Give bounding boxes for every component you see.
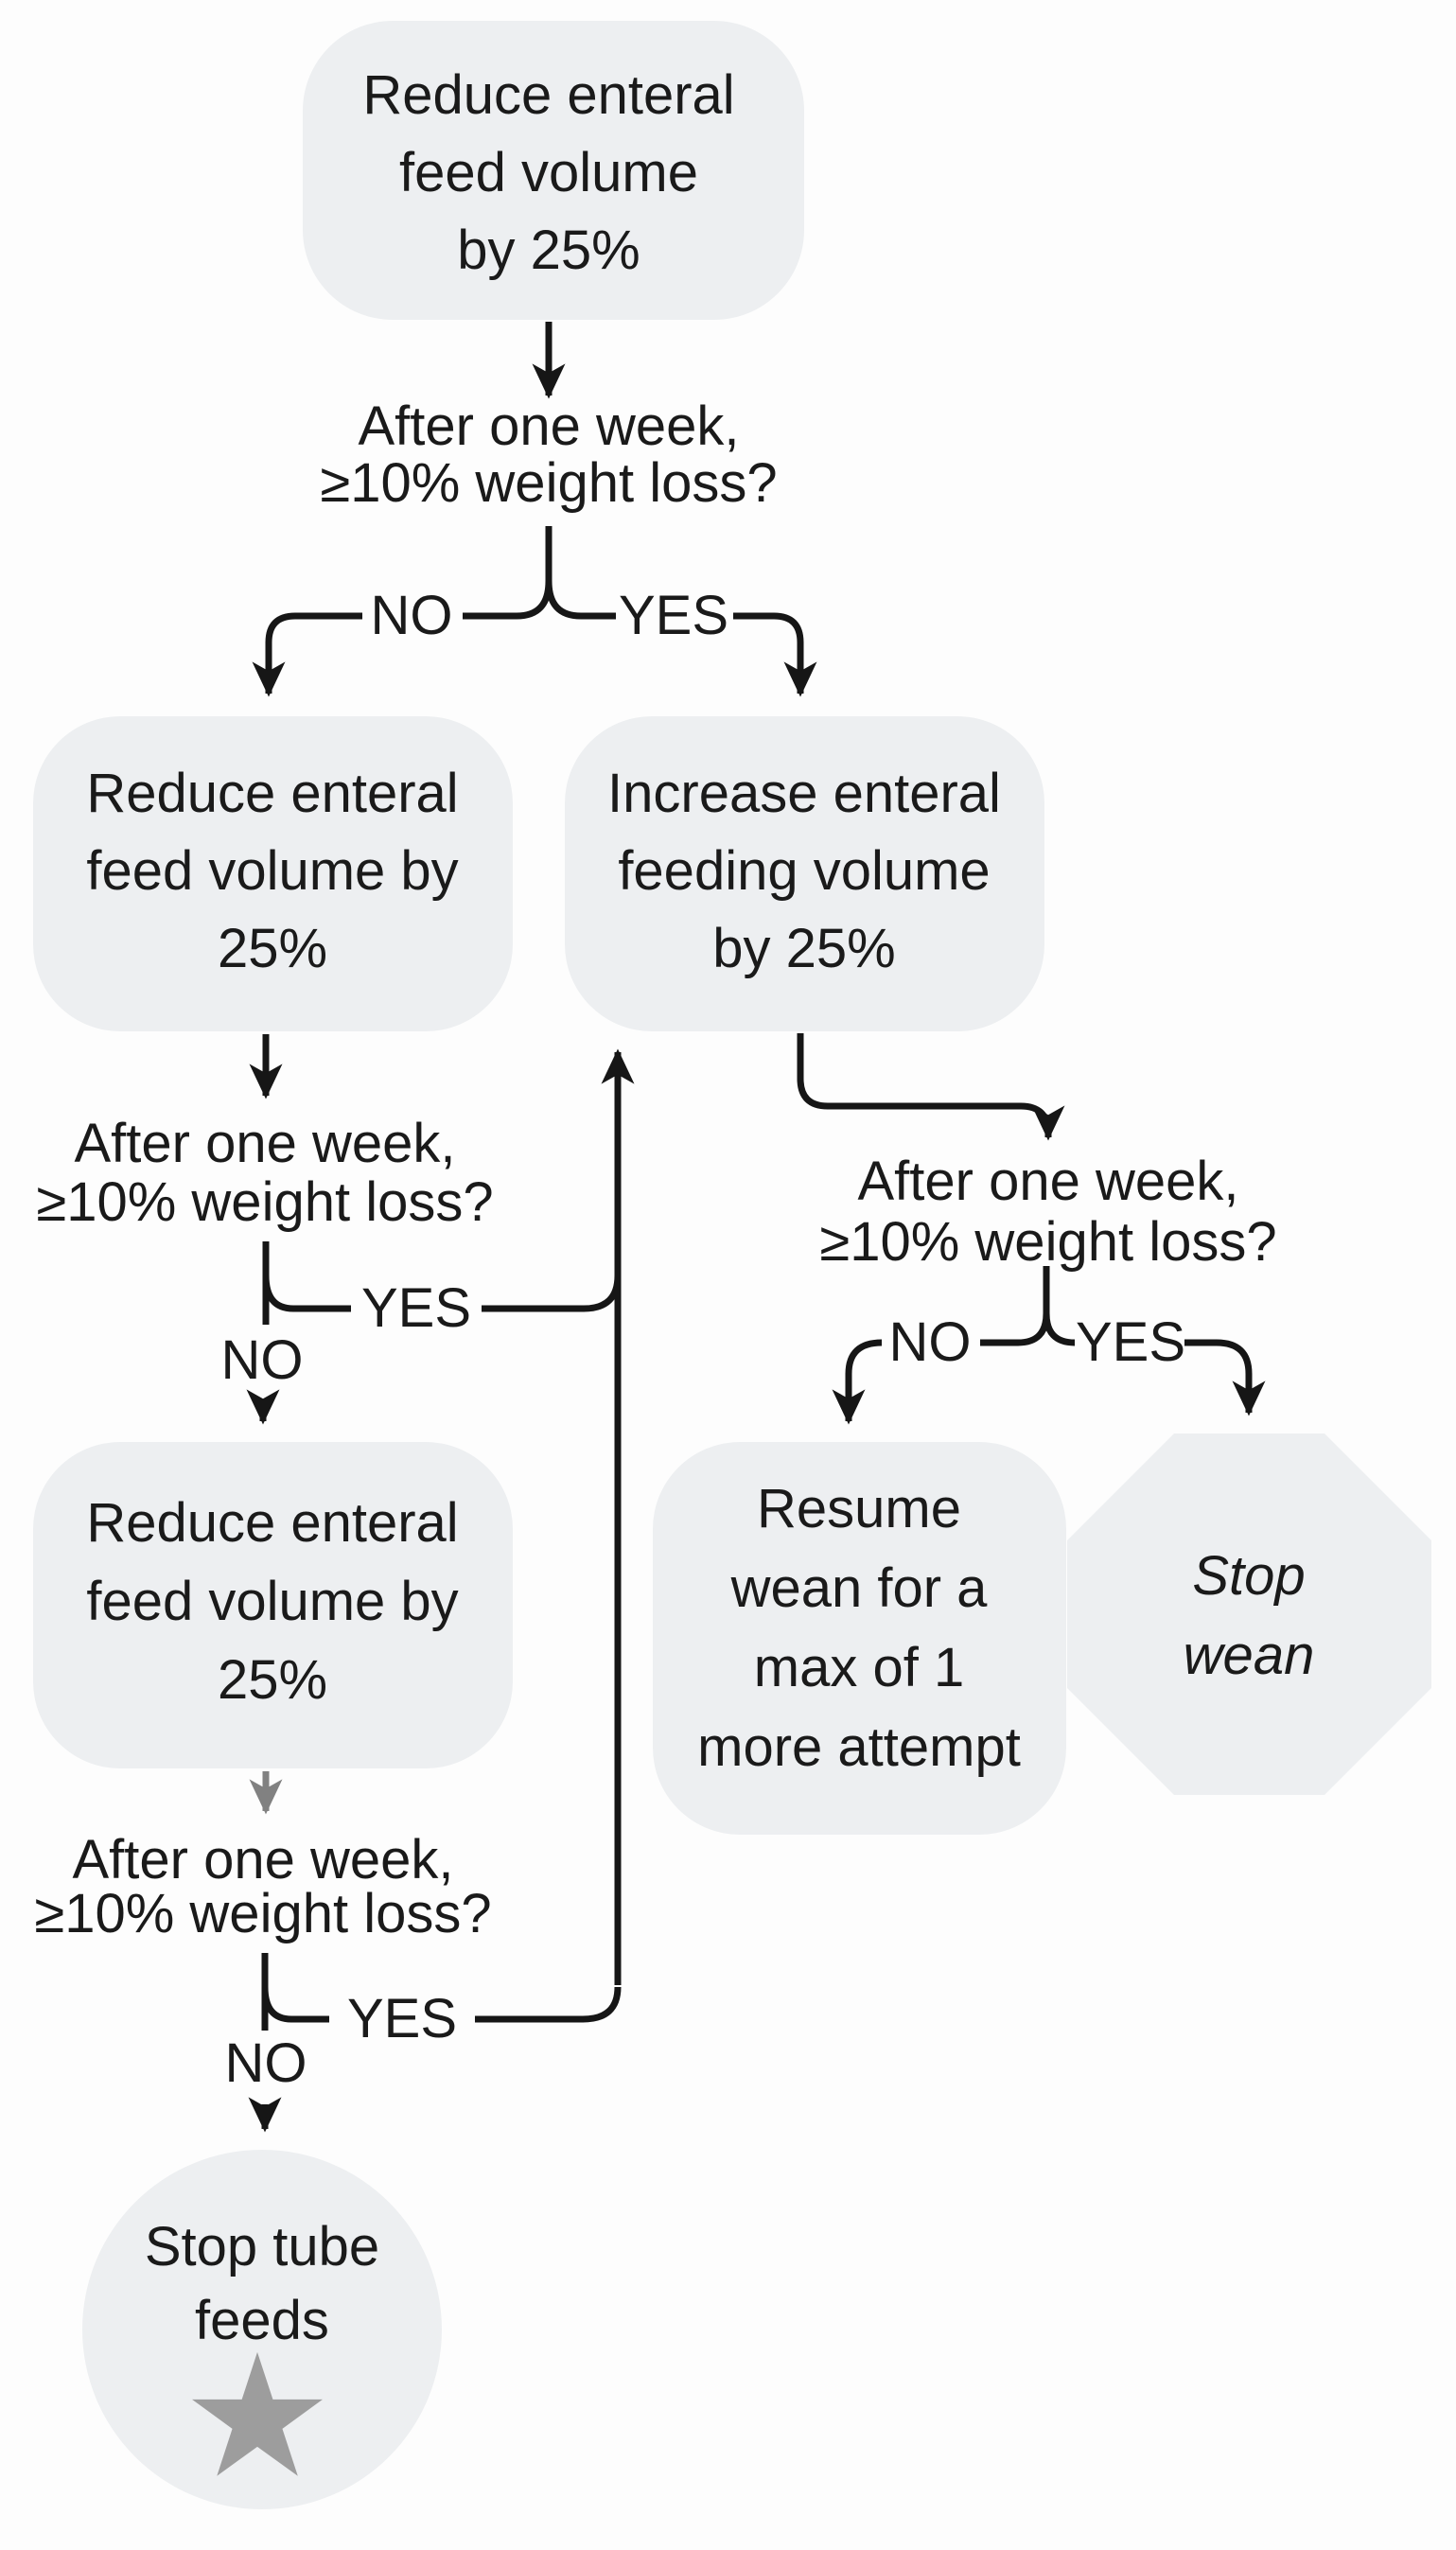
node-stop-tube-feeds-circle bbox=[82, 2150, 442, 2509]
fork1-no-label: NO bbox=[371, 585, 453, 646]
question-2-line1: After one week, bbox=[75, 1113, 456, 1174]
node-reduce-left-2 bbox=[33, 1442, 513, 1768]
increase-right-line2: feeding volume bbox=[618, 840, 990, 902]
decision-labels: NO YES YES NO YES NO NO YES bbox=[221, 585, 1186, 2094]
question-2-line2: ≥10% weight loss? bbox=[36, 1171, 493, 1233]
question-1-line2: ≥10% weight loss? bbox=[320, 452, 777, 514]
reduce-top-line1: Reduce enteral bbox=[362, 64, 734, 126]
stop-wean-line2: wean bbox=[1184, 1625, 1315, 1686]
node-labels: Reduce enteral feed volume by 25% Reduce… bbox=[86, 64, 1314, 2516]
stop-tube-feeds-line2: feeds bbox=[195, 2290, 329, 2351]
fork3-yes-right-seg bbox=[475, 1986, 622, 2023]
stop-wean-line1: Stop bbox=[1192, 1545, 1305, 1607]
resume-wean-line3: max of 1 bbox=[754, 1637, 964, 1698]
reduce-left1-line2: feed volume by bbox=[86, 840, 458, 902]
node-reduce-left-1 bbox=[33, 716, 513, 1031]
node-stop-wean-octagon bbox=[1067, 1433, 1431, 1795]
nodes bbox=[33, 21, 1431, 2509]
increase-right-line1: Increase enteral bbox=[607, 763, 1001, 824]
fork1-no-arrow bbox=[252, 612, 362, 697]
resume-wean-line4: more attempt bbox=[697, 1716, 1021, 1778]
fork1-branch-yes bbox=[545, 580, 616, 620]
fork3-yes-left-seg bbox=[261, 1986, 329, 2023]
fork1-branch-no bbox=[463, 580, 553, 620]
fork4-branch-no bbox=[980, 1312, 1050, 1346]
node-increase-right bbox=[565, 716, 1044, 1031]
reduce-left2-line1: Reduce enteral bbox=[86, 1492, 458, 1554]
resume-wean-line2: wean for a bbox=[730, 1557, 989, 1619]
fork4-yes-label: YES bbox=[1076, 1311, 1185, 1373]
fork4-yes-arrow bbox=[1184, 1339, 1266, 1416]
reduce-left2-line2: feed volume by bbox=[86, 1571, 458, 1632]
stop-tube-feeds-line1: Stop tube bbox=[145, 2216, 379, 2277]
node-resume-wean bbox=[653, 1442, 1066, 1835]
question-1-line1: After one week, bbox=[359, 396, 740, 457]
fork3-no-label: NO bbox=[225, 2032, 307, 2094]
connectors bbox=[246, 322, 1266, 2133]
question-4-line1: After one week, bbox=[858, 1151, 1239, 1212]
fork2-yes-label: YES bbox=[361, 1277, 471, 1339]
fork4-branch-yes bbox=[1043, 1312, 1076, 1346]
increase-right-line3: by 25% bbox=[712, 918, 895, 979]
fork1-yes-arrow bbox=[733, 612, 817, 697]
fork2-yes-right-seg bbox=[482, 1275, 622, 1312]
fork3-yes-label: YES bbox=[347, 1988, 457, 2049]
fork2-no-label: NO bbox=[221, 1329, 304, 1391]
fork4-no-arrow bbox=[832, 1339, 883, 1425]
fork1-yes-label: YES bbox=[619, 585, 728, 646]
question-labels: After one week, ≥10% weight loss? After … bbox=[34, 396, 1276, 1944]
question-4-line2: ≥10% weight loss? bbox=[819, 1211, 1276, 1273]
node-reduce-top bbox=[303, 21, 804, 320]
reduce-left2-line3: 25% bbox=[218, 1649, 327, 1711]
fork2-yes-left-seg bbox=[262, 1275, 351, 1312]
star-icon: ★ bbox=[181, 2318, 333, 2516]
reduce-top-line3: by 25% bbox=[457, 220, 640, 281]
edge-increase-to-q4 bbox=[797, 1033, 1065, 1141]
reduce-left1-line3: 25% bbox=[218, 918, 327, 979]
reduce-top-line2: feed volume bbox=[399, 142, 698, 203]
fork4-no-label: NO bbox=[889, 1311, 972, 1373]
question-3-line2: ≥10% weight loss? bbox=[34, 1883, 491, 1944]
reduce-left1-line1: Reduce enteral bbox=[86, 763, 458, 824]
question-3-line1: After one week, bbox=[73, 1829, 454, 1891]
resume-wean-line1: Resume bbox=[757, 1478, 961, 1539]
